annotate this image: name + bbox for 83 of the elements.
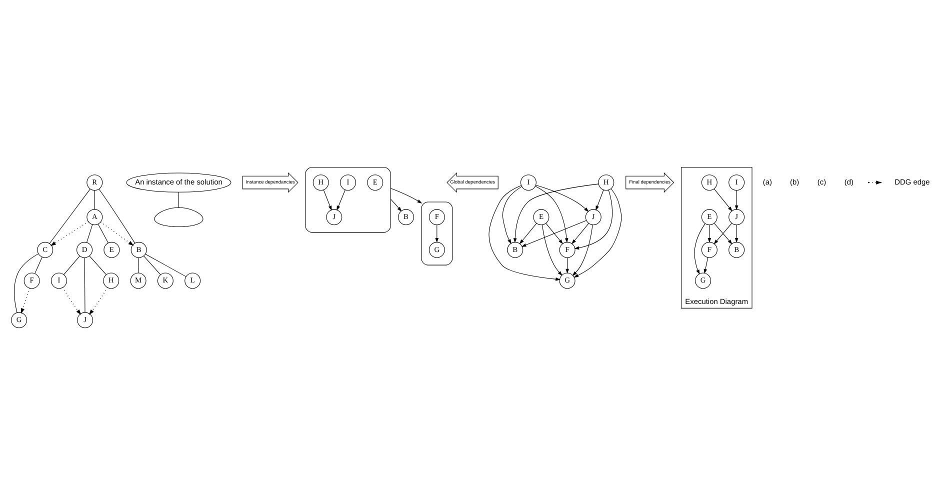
node-circle: B bbox=[130, 242, 147, 258]
connector bbox=[64, 256, 80, 275]
arrow bbox=[62, 287, 82, 315]
node-circle: I bbox=[520, 174, 536, 191]
connector bbox=[84, 258, 86, 313]
connector bbox=[86, 224, 93, 243]
node-circle: B bbox=[507, 242, 524, 258]
node-circle: B bbox=[398, 209, 414, 226]
arrow bbox=[323, 190, 332, 211]
arrow bbox=[536, 184, 589, 212]
arrow bbox=[521, 220, 587, 247]
node-circle: K bbox=[157, 272, 174, 289]
arrow bbox=[50, 221, 89, 246]
node-cloud bbox=[154, 207, 204, 227]
arrow bbox=[734, 224, 738, 243]
node-circle: J bbox=[585, 209, 602, 226]
arrow bbox=[336, 190, 346, 211]
arrow bbox=[734, 190, 738, 210]
node-circle: M bbox=[130, 272, 146, 289]
connector bbox=[98, 188, 136, 244]
arrow bbox=[535, 186, 568, 243]
cluster bbox=[305, 167, 391, 233]
node-circle: F bbox=[24, 272, 40, 289]
arrow bbox=[89, 287, 108, 315]
arrow bbox=[542, 224, 562, 276]
node-circle: H bbox=[312, 174, 329, 191]
node-circle: E bbox=[533, 209, 550, 226]
node-circle: J bbox=[326, 209, 342, 226]
node-circle: I bbox=[340, 174, 356, 191]
arrow bbox=[390, 188, 422, 204]
arrow bbox=[572, 224, 593, 276]
arrow bbox=[390, 198, 402, 212]
node-circle: H bbox=[103, 272, 120, 289]
connector bbox=[145, 254, 186, 277]
node-circle: I bbox=[728, 174, 745, 191]
node-circle: G bbox=[695, 272, 712, 289]
node-circle: R bbox=[86, 174, 103, 191]
node-circle: G bbox=[11, 312, 28, 328]
connector bbox=[98, 224, 108, 244]
node-circle: E bbox=[367, 174, 384, 191]
node-circle: H bbox=[598, 174, 614, 191]
connector bbox=[89, 256, 106, 275]
node-circle: F bbox=[701, 242, 718, 258]
arrow bbox=[488, 185, 560, 281]
arrow bbox=[435, 224, 439, 243]
connector bbox=[94, 190, 95, 210]
arrow bbox=[704, 257, 708, 274]
node-circle: J bbox=[728, 209, 745, 226]
node-circle: I bbox=[51, 272, 67, 289]
connector bbox=[14, 254, 39, 313]
arrow bbox=[572, 223, 589, 244]
arrow bbox=[566, 257, 569, 274]
node-circle: G bbox=[428, 242, 445, 258]
arrow bbox=[519, 223, 537, 244]
node-circle: E bbox=[701, 209, 718, 226]
arrow bbox=[596, 190, 604, 211]
arrow bbox=[574, 190, 613, 250]
node-circle: F bbox=[559, 242, 576, 258]
node-circle: H bbox=[701, 174, 718, 191]
connector bbox=[138, 257, 139, 274]
arrow bbox=[513, 184, 599, 243]
connector bbox=[143, 256, 161, 275]
node-circle: B bbox=[728, 242, 745, 258]
cluster bbox=[421, 202, 453, 266]
node-circle: G bbox=[559, 272, 576, 289]
arrow bbox=[100, 222, 134, 246]
arrow bbox=[502, 186, 522, 244]
arrow bbox=[694, 223, 706, 275]
connector bbox=[34, 256, 42, 274]
connector bbox=[178, 192, 179, 208]
node-circle: A bbox=[86, 209, 103, 226]
arrow bbox=[708, 224, 712, 243]
node-circle: F bbox=[428, 209, 445, 226]
arrow bbox=[546, 223, 564, 244]
node-circle: D bbox=[76, 242, 93, 258]
arrow bbox=[574, 188, 622, 278]
connector bbox=[49, 188, 91, 244]
arrow bbox=[20, 288, 30, 314]
node-circle: E bbox=[104, 242, 120, 258]
node-circle: J bbox=[77, 312, 94, 328]
node-circle: L bbox=[184, 272, 201, 289]
node-circle: C bbox=[37, 242, 54, 258]
arrow bbox=[714, 188, 732, 212]
